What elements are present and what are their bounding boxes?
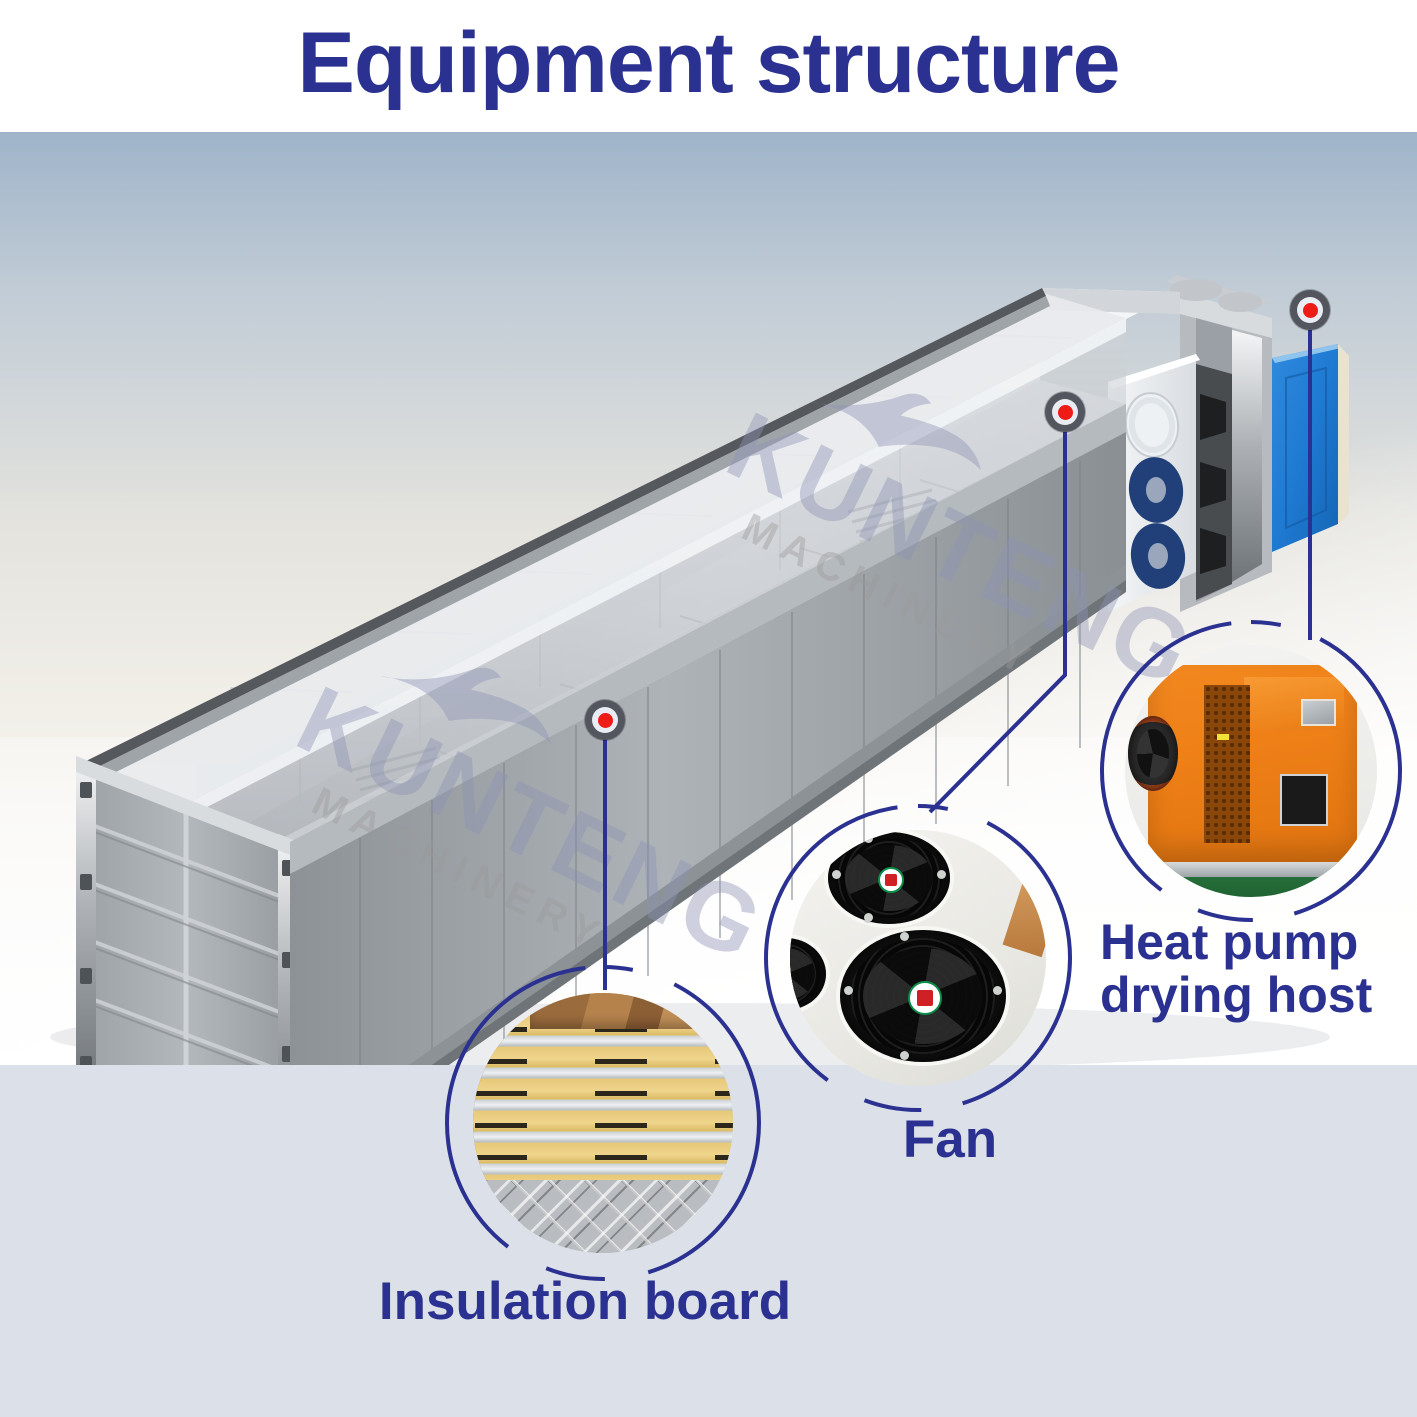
hotspot-heat-pump[interactable] [1290, 290, 1330, 330]
callout-ring-fan [763, 804, 1073, 1113]
wood-pallet-edge [1002, 861, 1046, 958]
heat-pump-base-rail [1160, 861, 1352, 877]
hotspot-fan[interactable] [1045, 392, 1085, 432]
hotspot-core [1057, 404, 1073, 420]
axial-fan-lower [840, 930, 1006, 1062]
hotspot-core [1302, 302, 1318, 318]
heat-pump-fan-icon [1127, 715, 1178, 792]
callout-ring-insulation [444, 965, 762, 1282]
interior-fan-wall [1108, 354, 1232, 612]
dark-vent-panel [1279, 774, 1328, 827]
control-display-panel [1300, 699, 1336, 726]
fan-screws [840, 930, 1006, 1062]
callout-heat-pump[interactable] [1098, 618, 1404, 924]
heat-pump-unit-blue [1272, 344, 1349, 552]
heat-pump-photo [1125, 645, 1377, 897]
hotspot-core [597, 712, 613, 728]
header-band [0, 0, 1417, 132]
fan-screws [828, 832, 950, 924]
callout-insulation-board[interactable] [443, 963, 763, 1283]
fan-photo [790, 830, 1046, 1086]
hotspot-ring [592, 707, 618, 733]
insulation-board-photo [473, 993, 733, 1253]
shipping-container-illustration [0, 132, 1417, 1067]
hotspot-insulation-board[interactable] [585, 700, 625, 740]
fan-hub-label-lower [908, 981, 942, 1015]
callout-ring-heat-pump [1099, 620, 1403, 923]
diamond-plate-floor [473, 1180, 733, 1253]
label-fan: Fan [902, 1110, 998, 1169]
label-heat-pump-line2: drying host [1100, 967, 1373, 1023]
axial-fan-upper [828, 832, 950, 924]
callout-fan[interactable] [762, 802, 1074, 1114]
product-render-scene: KUNTENG MACHINERY KUNTENG MACHINERY [0, 132, 1417, 1067]
hotspot-ring [1052, 399, 1078, 425]
label-heat-pump: Heat pump drying host [1100, 916, 1417, 1022]
fan-openings [1124, 392, 1186, 589]
perforated-grille-panel [1204, 685, 1251, 843]
label-heat-pump-line1: Heat pump [1100, 914, 1359, 970]
axial-fan-partial [790, 938, 826, 1010]
label-insulation-board: Insulation board [378, 1272, 792, 1331]
insulation-top-blocks [530, 993, 713, 1030]
heat-pump-orange-body [1147, 665, 1357, 867]
hotspot-ring [1297, 297, 1323, 323]
page-title: Equipment structure [297, 15, 1121, 111]
warning-label [1216, 733, 1230, 740]
fan-hub-label-upper [878, 867, 904, 893]
